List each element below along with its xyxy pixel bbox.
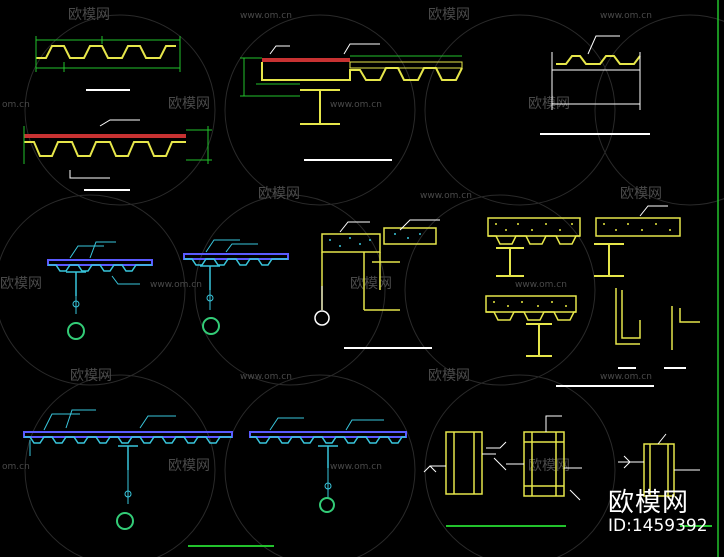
watermark-domain: www.om.cn bbox=[150, 280, 202, 290]
watermark-brand: 欧模网 bbox=[528, 96, 570, 112]
title-underlines bbox=[188, 525, 712, 547]
watermark-domain: www.om.cn bbox=[240, 372, 292, 382]
brand-badge: 欧模网 ID:1459392 bbox=[600, 482, 718, 542]
detail-deck-beam-5 bbox=[47, 241, 153, 340]
detail-long-deck-12 bbox=[23, 409, 233, 530]
watermark-domain-short: om.cn bbox=[2, 462, 30, 472]
detail-deck-beam-6 bbox=[183, 239, 289, 335]
detail-angle-brackets-11 bbox=[556, 288, 700, 387]
detail-deck-profile-4 bbox=[23, 119, 212, 191]
watermark-domain: www.om.cn bbox=[330, 462, 382, 472]
watermark-domain-short: om.cn bbox=[2, 100, 30, 110]
detail-concrete-beam-10 bbox=[485, 295, 577, 357]
detail-deck-edge-3 bbox=[540, 35, 650, 135]
watermark-brand: 欧模网 bbox=[70, 368, 112, 384]
detail-column-connection-14 bbox=[423, 431, 507, 495]
watermark-brand: 欧模网 bbox=[620, 186, 662, 202]
watermark-brand: 欧模网 bbox=[258, 186, 300, 202]
watermark-brand: 欧模网 bbox=[168, 96, 210, 112]
watermark-domain: www.om.cn bbox=[240, 11, 292, 21]
detail-concrete-beam-8 bbox=[487, 217, 581, 277]
watermark-brand: 欧模网 bbox=[350, 276, 392, 292]
watermark-brand: 欧模网 bbox=[528, 458, 570, 474]
watermark-domain: www.om.cn bbox=[600, 11, 652, 21]
detail-deck-beam-13 bbox=[249, 417, 407, 513]
watermark-brand: 欧模网 bbox=[68, 7, 110, 23]
detail-column-connection-16 bbox=[618, 433, 700, 497]
watermark-domain: www.om.cn bbox=[420, 191, 472, 201]
detail-deck-profile-1 bbox=[35, 36, 181, 91]
watermark-circles bbox=[0, 14, 724, 557]
watermark-domain: www.om.cn bbox=[515, 280, 567, 290]
watermark-brand: 欧模网 bbox=[0, 276, 42, 292]
watermark-brand: 欧模网 bbox=[168, 458, 210, 474]
brand-id: ID:1459392 bbox=[608, 516, 708, 536]
watermark-domain: www.om.cn bbox=[600, 372, 652, 382]
watermark-brand: 欧模网 bbox=[428, 368, 470, 384]
detail-deck-slab-2 bbox=[240, 43, 463, 161]
detail-column-connection-15 bbox=[506, 415, 582, 501]
watermark-brand: 欧模网 bbox=[428, 7, 470, 23]
watermark-texts: 欧模网 www.om.cn 欧模网 www.om.cn om.cn www.om… bbox=[0, 7, 662, 474]
brand-name: 欧模网 bbox=[608, 488, 690, 518]
detail-slab-column-7 bbox=[314, 219, 440, 349]
watermark-domain: www.om.cn bbox=[330, 100, 382, 110]
detail-concrete-beam-9 bbox=[594, 205, 681, 277]
